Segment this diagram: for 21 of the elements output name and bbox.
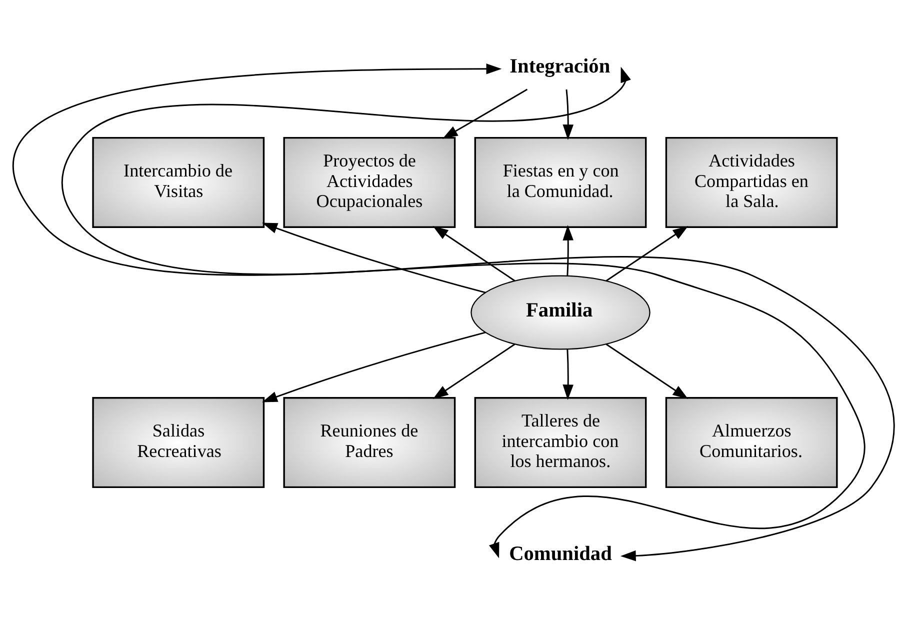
node-box: Talleres de intercambio con los hermanos. bbox=[474, 396, 647, 488]
node-ellipse: Familia bbox=[470, 274, 650, 350]
node-box: Fiestas en y con la Comunidad. bbox=[474, 136, 647, 228]
arrow bbox=[562, 348, 574, 400]
arrow bbox=[432, 343, 516, 398]
node-box: Proyectos de Actividades Ocupacionales bbox=[283, 136, 456, 228]
node-box: Almuerzos Comunitarios. bbox=[665, 396, 838, 488]
node-text: Integración bbox=[510, 55, 610, 78]
node-box: Reuniones de Padres bbox=[283, 396, 456, 488]
arrow bbox=[262, 331, 486, 402]
arrow bbox=[432, 225, 516, 281]
arrow bbox=[562, 88, 574, 140]
node-text: Comunidad bbox=[509, 542, 612, 564]
arrow bbox=[606, 225, 688, 281]
arrow bbox=[262, 222, 486, 293]
arrow bbox=[562, 224, 574, 276]
arrow bbox=[442, 88, 528, 138]
node-box: Intercambio de Visitas bbox=[92, 136, 265, 228]
node-box: Actividades Compartidas en la Sala. bbox=[665, 136, 838, 228]
node-box: Salidas Recreativas bbox=[92, 396, 265, 488]
arrow bbox=[606, 343, 688, 398]
